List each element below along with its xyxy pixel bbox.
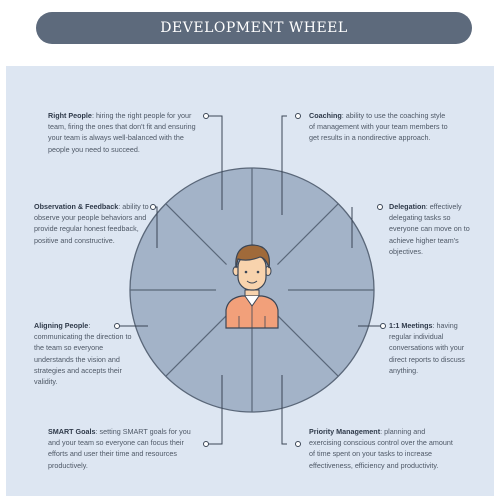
label-observation-feedback: Observation & Feedback: ability to obser… <box>34 202 149 245</box>
label-smart-goals: SMART Goals: setting SMART goals for you… <box>48 427 191 470</box>
label-delegation: Delegation: effectively delegating tasks… <box>389 202 470 256</box>
connector-lines <box>118 115 383 445</box>
person-avatar-icon <box>216 244 288 329</box>
label-aligning-people: Aligning People: communicating the direc… <box>34 321 132 387</box>
label-right-people: Right People: hiring the right people fo… <box>48 111 196 154</box>
label-priority-management: Priority Management: planning and exerci… <box>309 427 453 470</box>
page-title: DEVELOPMENT WHEEL <box>36 12 472 44</box>
label-one-on-one-meetings: 1:1 Meetings: having regular individual … <box>389 321 465 375</box>
connector-dots <box>114 113 386 447</box>
label-coaching: Coaching: ability to use the coaching st… <box>309 111 448 143</box>
